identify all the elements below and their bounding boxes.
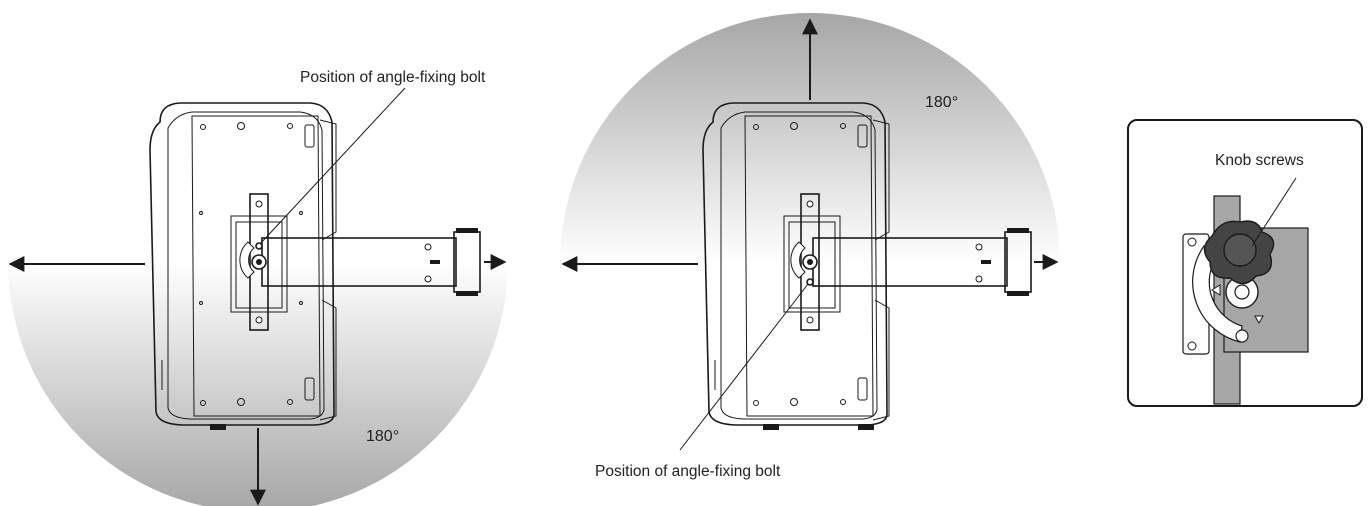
angle-fixing-bolt-label: Position of angle-fixing bolt	[595, 463, 781, 480]
rotation-range-shade	[560, 13, 1060, 263]
detail-inset: Knob screws	[1127, 119, 1363, 407]
speaker-cabinet	[702, 102, 890, 430]
angle-label: 180°	[366, 428, 399, 445]
figure-2: Position of angle-fixing bolt 180°	[560, 13, 1060, 480]
angle-label: 180°	[925, 94, 958, 111]
speaker-cabinet	[149, 102, 337, 430]
leader-line	[1251, 177, 1297, 247]
leader-line	[679, 283, 809, 451]
leader-line	[259, 87, 406, 245]
knob-screws-label: Knob screws	[1215, 152, 1304, 169]
figure-1: Position of angle-fixing bolt 180°	[8, 69, 508, 506]
angle-fixing-bolt-label: Position of angle-fixing bolt	[300, 69, 486, 86]
mounting-bracket	[790, 193, 1032, 331]
knob-screw	[1203, 220, 1275, 285]
rotation-range-shade	[8, 262, 508, 506]
mounting-bracket	[239, 193, 481, 331]
